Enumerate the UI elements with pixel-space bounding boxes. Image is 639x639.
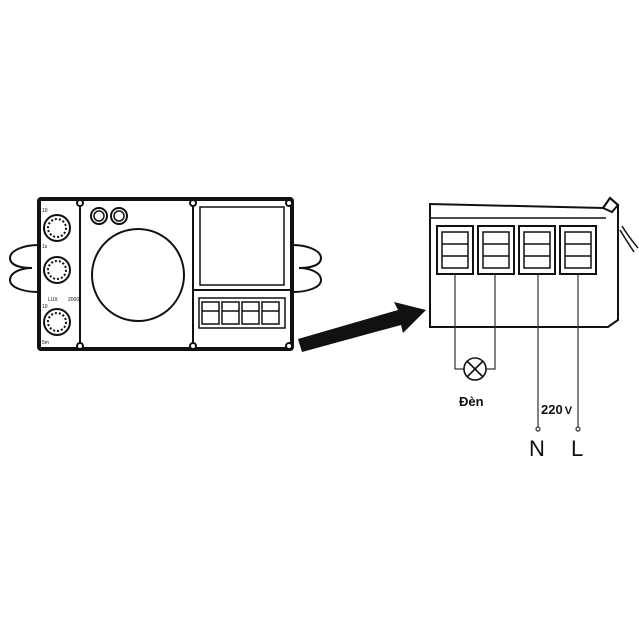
neutral-label: N: [529, 436, 545, 461]
terminal-1: [436, 225, 474, 275]
knob-mark-1: 10: [42, 208, 48, 214]
line-label: L: [571, 436, 583, 461]
lamp-icon: [463, 357, 487, 381]
lamp-wire: [454, 274, 464, 370]
knob-lux[interactable]: [43, 256, 71, 284]
knob-mark-6: 5m: [42, 340, 49, 346]
knob-time[interactable]: [43, 214, 71, 242]
terminal-4: [559, 225, 597, 275]
lamp-label: Đèn: [459, 394, 484, 409]
sensor-module: [8, 197, 323, 351]
arrow-icon: [298, 302, 426, 352]
sensor-terminal-panel: [192, 199, 292, 349]
terminal-3: [518, 225, 556, 275]
knob-mark-3: LUX: [48, 297, 58, 303]
knob-mark-4: 2000: [68, 297, 79, 303]
knob-mark-5: 10: [42, 304, 48, 310]
terminal-2: [477, 225, 515, 275]
wires: [454, 274, 581, 432]
led-indicator-1: [90, 207, 108, 225]
mounting-ear-left: [8, 244, 39, 293]
sensor-lens-panel: [79, 199, 194, 349]
knob-scale-labels: 10 1s LUX 2000 10 5m: [42, 208, 79, 346]
mounting-ear-right: [292, 244, 323, 293]
knob-range[interactable]: [43, 308, 71, 336]
module-terminal-block: [198, 297, 286, 329]
knob-mark-2: 1s: [42, 244, 48, 250]
sensor-body: [37, 197, 294, 351]
sensor-lens: [91, 228, 185, 322]
led-indicator-2: [110, 207, 128, 225]
terminal-closeup: [429, 196, 639, 328]
